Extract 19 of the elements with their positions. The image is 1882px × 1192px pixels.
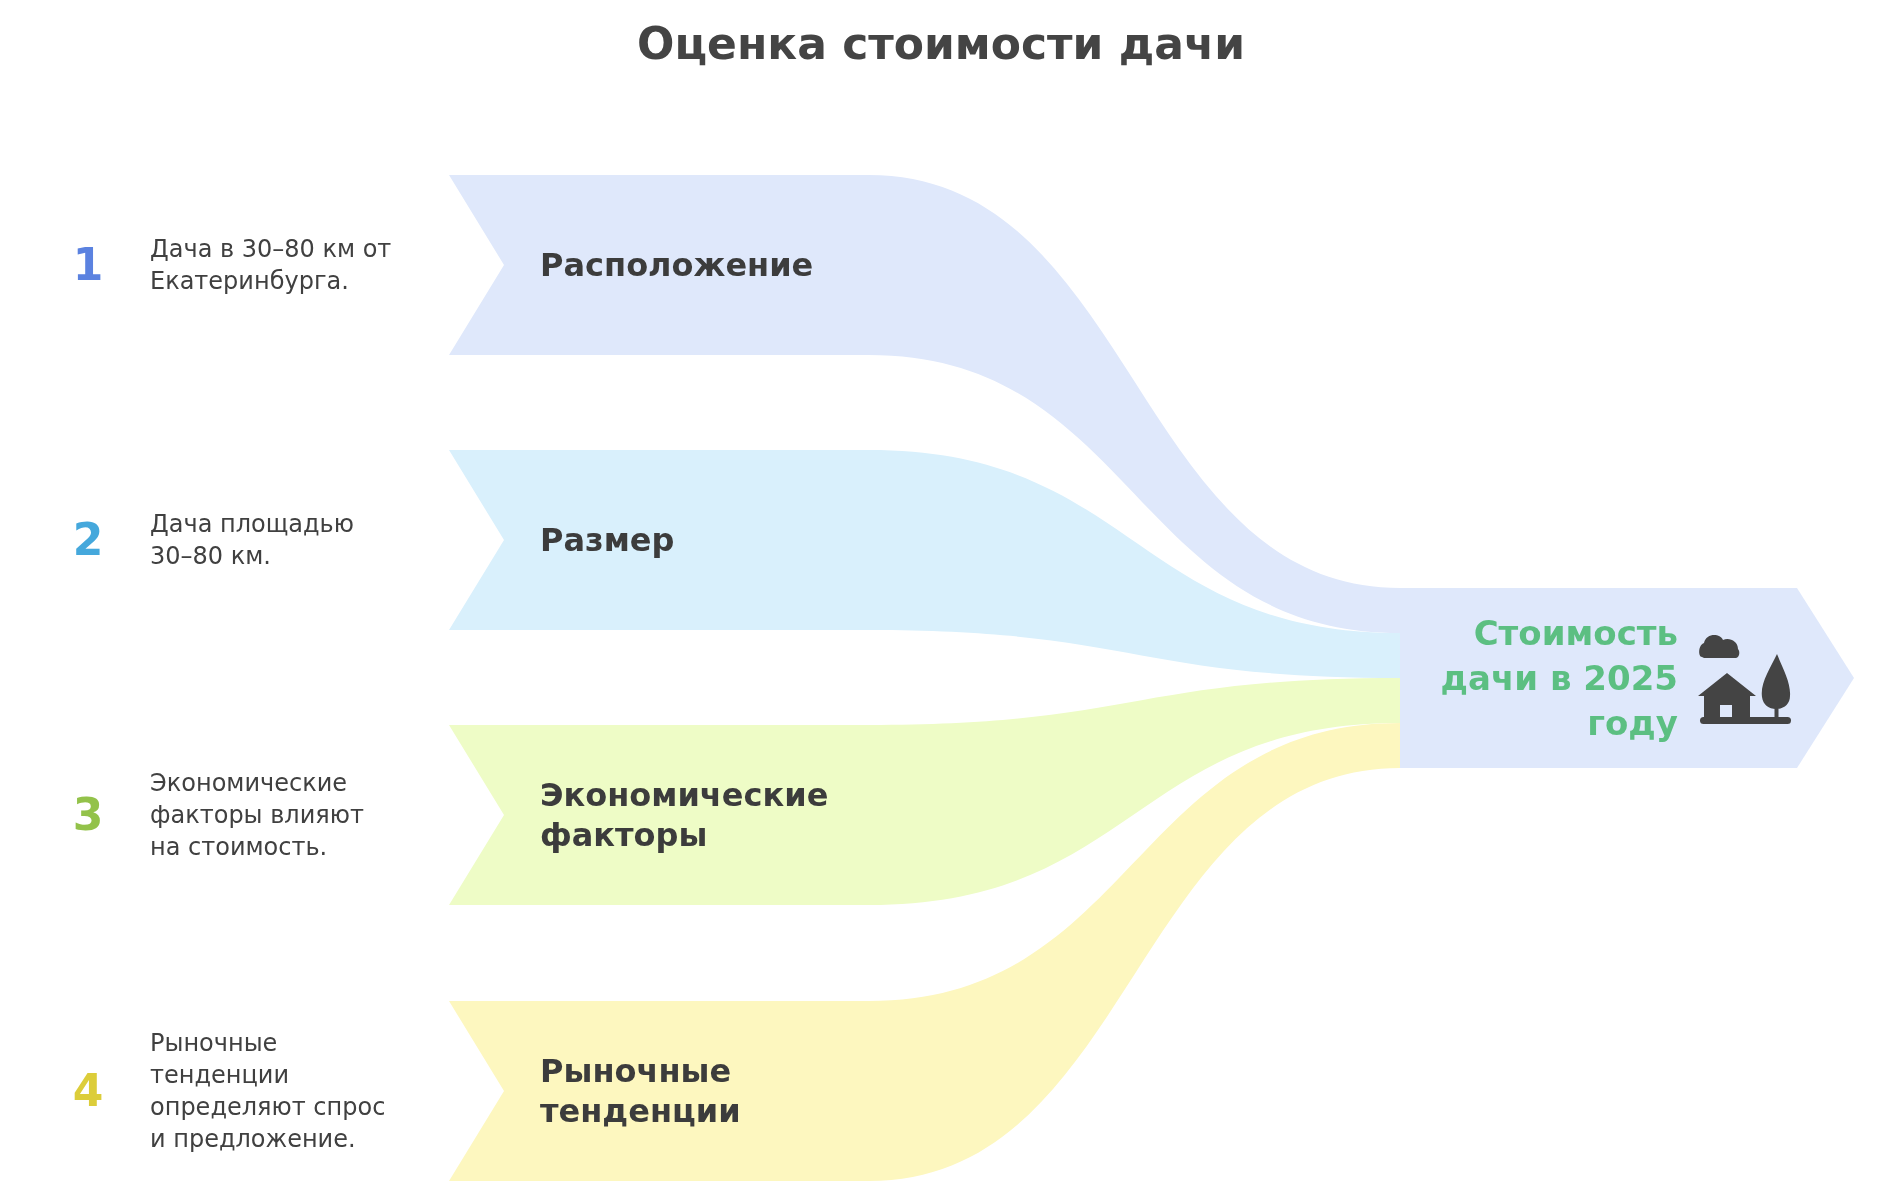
band-label: Размер [540,520,676,560]
flow-ribbon [869,450,1400,678]
band-label: Расположение [540,245,815,285]
flow-ribbon [869,678,1400,905]
flow-ribbon [869,723,1400,1181]
step-number: 2 [72,515,104,565]
step-number: 4 [72,1066,104,1116]
band-label: Рыночные тенденции [540,1051,742,1131]
step-description: Дача в 30–80 км от Екатеринбурга. [150,234,393,297]
diagram-title: Оценка стоимости дачи [637,18,1245,69]
step-description: Дача площадью 30–80 км. [150,509,355,572]
result-label: Стоимость дачи в 2025 году [1439,611,1678,745]
step-description: Рыночные тенденции определяют спрос и предложение. [150,1028,387,1155]
result-arrow-band [1400,588,1854,768]
step-number: 1 [72,240,104,290]
step-description: Экономические факторы влияют на стоимость. [150,768,365,863]
flow-ribbon [869,175,1400,633]
step-number: 3 [72,790,104,840]
band-label: Экономические факторы [540,775,830,855]
